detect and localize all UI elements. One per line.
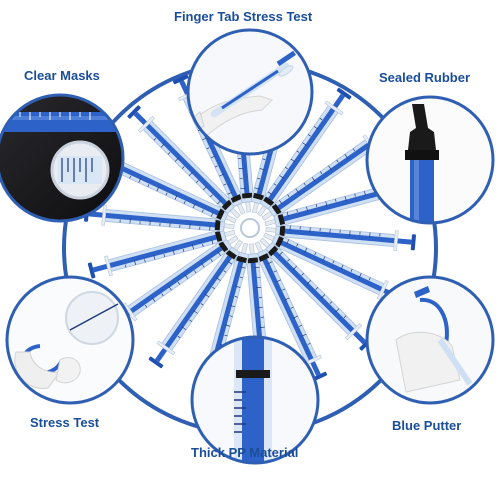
label-stress-test: Stress Test [30,415,100,430]
syringe [148,239,243,369]
label-blue-putter: Blue Putter [392,418,462,433]
syringe [87,228,236,279]
photo-stress-test [5,275,135,405]
photo-clear-masks [0,93,125,223]
label-finger-tab-stress-test: Finger Tab Stress Test [174,9,313,24]
syringe [263,232,404,306]
photo-thick-pp [190,335,320,465]
photo-finger-tab-test [186,28,314,156]
label-clear-masks: Clear Masks [24,68,100,83]
photo-sealed-rubber [365,95,495,225]
center-hub-ring [240,218,260,238]
syringe [261,126,391,221]
syringe [84,204,235,232]
label-sealed-rubber: Sealed Rubber [379,70,471,85]
syringe [259,237,373,351]
syringe [127,105,241,219]
label-thick-pp-material: Thick PP Material [191,445,299,460]
syringe [265,224,416,252]
syringe [257,87,352,217]
photo-blue-putter [365,275,495,405]
